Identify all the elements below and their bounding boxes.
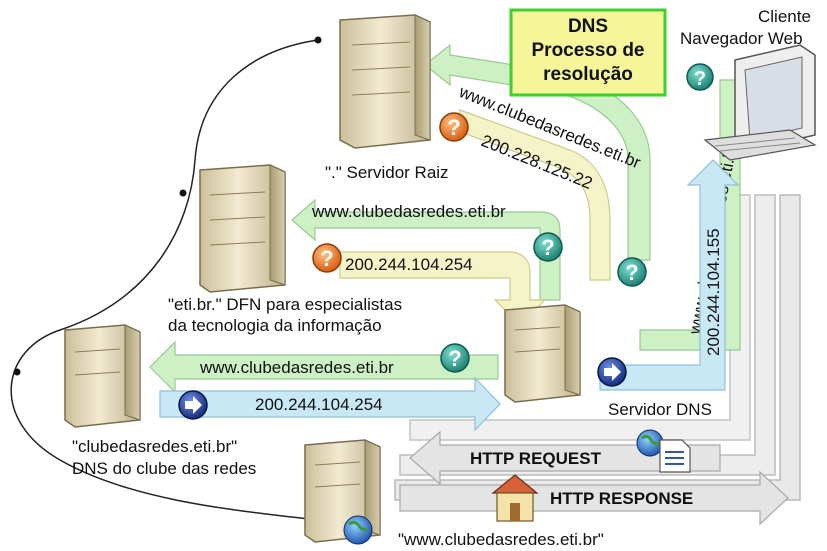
question-mark-icon: ? — [312, 243, 342, 273]
root-server-icon — [339, 14, 431, 149]
arrow-client-answer-label: 200.244.104.155 — [704, 228, 723, 356]
svg-text:?: ? — [447, 115, 460, 140]
house-icon — [491, 474, 539, 522]
boundary-dot — [13, 368, 21, 376]
arrow-tld-answer: 200.244.104.254 — [339, 251, 547, 326]
globe-icon — [343, 515, 373, 545]
club-dns-server-icon — [64, 324, 141, 428]
arrow-club-answer-label: 200.244.104.254 — [255, 395, 383, 414]
title-line3: resolução — [543, 64, 633, 85]
arrow-right-icon — [178, 390, 208, 420]
svg-text:?: ? — [694, 68, 706, 90]
local-dns-label: Servidor DNS — [608, 400, 712, 419]
client-label-line1: Cliente — [758, 7, 811, 26]
title-line1: DNS — [568, 16, 608, 37]
arrow-club-query-label: www.clubedasredes.eti.br — [199, 358, 394, 377]
tld-server-label-line1: "eti.br." DFN para especialistas — [168, 295, 402, 314]
svg-text:?: ? — [448, 346, 461, 371]
document-icon — [659, 439, 691, 473]
web-server-label: "www.clubedasredes.eti.br" — [398, 530, 604, 549]
question-mark-icon: ? — [686, 63, 714, 91]
arrow-club-answer: 200.244.104.254 — [159, 376, 501, 432]
local-dns-server-icon — [504, 304, 581, 403]
root-server-label: "." Servidor Raiz — [325, 163, 449, 182]
http-response-label: HTTP RESPONSE — [550, 489, 693, 508]
question-mark-icon: ? — [617, 257, 647, 287]
svg-text:?: ? — [320, 246, 333, 271]
title-box: DNS Processo de resolução — [509, 8, 667, 97]
arrow-client-to-dns: www.clubedasredes.eti.br — [639, 79, 741, 351]
tld-server-label-line2: da tecnologia da informação — [168, 316, 382, 335]
svg-text:?: ? — [625, 260, 638, 285]
boundary-dot — [314, 36, 322, 44]
client-label-line2: Navegador Web — [680, 29, 803, 48]
club-dns-label-line2: DNS do clube das redes — [72, 459, 256, 478]
question-mark-icon: ? — [439, 112, 469, 142]
http-request-label: HTTP REQUEST — [470, 449, 602, 468]
svg-text:?: ? — [541, 235, 554, 260]
arrow-dns-to-club: www.clubedasredes.eti.br — [149, 340, 499, 394]
question-mark-icon: ? — [533, 232, 563, 262]
title-line2: Processo de — [532, 40, 645, 61]
arrow-tld-answer-label: 200.244.104.254 — [345, 255, 473, 274]
arrow-dns-to-tld: www.clubedasredes.eti.br — [291, 198, 561, 301]
arrow-dns-to-client: 200.244.104.155 — [599, 159, 740, 391]
club-dns-label-line1: "clubedasredes.eti.br" — [72, 437, 237, 456]
question-mark-icon: ? — [440, 343, 470, 373]
globe-icon — [636, 429, 664, 457]
boundary-dot — [179, 189, 187, 197]
tld-server-icon — [199, 164, 286, 293]
arrow-tld-query-label: www.clubedasredes.eti.br — [311, 202, 506, 221]
arrow-right-icon — [597, 357, 627, 387]
scope-boundary-curve — [10, 39, 319, 521]
computer-icon — [703, 44, 817, 161]
